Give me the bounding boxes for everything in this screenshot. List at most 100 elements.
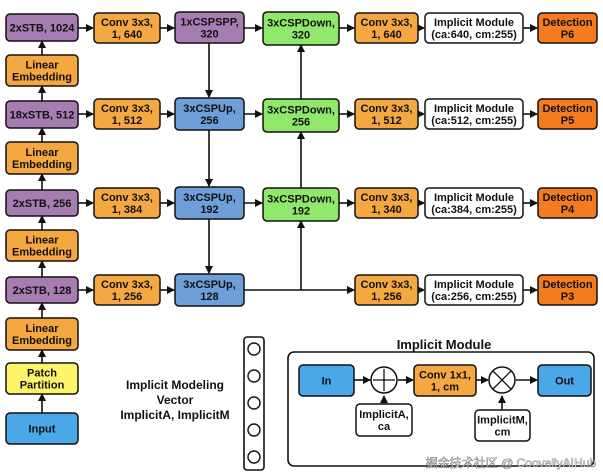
conv-256-left-block: Conv 3x3,1, 256 — [93, 274, 161, 306]
cspup-256-block: 3xCSPUp,256 — [174, 97, 245, 131]
cspup-128-block-box — [174, 273, 245, 307]
detection-p6-block-label: Detection — [542, 17, 592, 29]
vector-cell — [247, 369, 261, 383]
patch-partition-block-box — [5, 362, 79, 395]
conv-256-right-block-box — [354, 274, 419, 306]
conv-256-left-block-box — [93, 274, 161, 306]
conv-256-left-block-label: 1, 256 — [112, 291, 143, 303]
implicit-module-p5-block-label: (ca:512, cm:255) — [431, 115, 517, 127]
cspdown-256-block-label: 256 — [292, 117, 310, 129]
stb-256-block-box — [5, 189, 79, 217]
conv-340-right-block-label: 1, 340 — [371, 204, 402, 216]
conv-512-left-block: Conv 3x3,1, 512 — [93, 98, 161, 130]
conv-640-left-block-box — [93, 12, 161, 44]
stb-512-block: 18xSTB, 512 — [5, 100, 79, 129]
cspup-128-block-label: 3xCSPUp, — [183, 279, 236, 291]
stb-256-block-label: 2xSTB, 256 — [13, 198, 72, 210]
stb-128-block-label: 2xSTB, 128 — [13, 285, 72, 297]
implicit-m-block-label: cm — [495, 427, 511, 439]
stb-512-block-label: 18xSTB, 512 — [10, 110, 75, 122]
implicit-in-block-box — [298, 364, 355, 397]
detection-p5-block-label: P5 — [561, 115, 574, 127]
linear-embedding-3-block-label: Embedding — [12, 159, 72, 171]
implicit-a-block: ImplicitA,ca — [355, 403, 413, 437]
implicit-conv-block-label: 1, cm — [431, 382, 459, 394]
implicit-module-p4-block-label: Implicit Module — [434, 192, 514, 204]
stb-1024-block: 2xSTB, 1024 — [5, 13, 79, 42]
implicit-module-p4-block-label: (ca:384, cm:255) — [431, 204, 517, 216]
patch-partition-block-label: Partition — [20, 380, 65, 392]
implicit-a-block-label: ca — [378, 421, 391, 433]
implicit-out-block: Out — [537, 364, 592, 397]
conv-256-right-block: Conv 3x3,1, 256 — [354, 274, 419, 306]
connectors — [38, 24, 538, 413]
conv-512-right-block-label: 1, 512 — [371, 115, 402, 127]
add-operator — [370, 366, 398, 394]
detection-p4-block-box — [537, 187, 598, 219]
implicit-out-block-label: Out — [555, 376, 574, 388]
implicit-module-p3-block-box — [424, 274, 524, 306]
conv-640-right-block: Conv 3x3,1, 640 — [354, 12, 419, 44]
conv-256-left-block-label: Conv 3x3, — [101, 279, 153, 291]
cspup-192-block-label: 3xCSPUp, — [183, 192, 236, 204]
conv-640-right-block-label: Conv 3x3, — [361, 17, 413, 29]
stb-512-block-box — [5, 100, 79, 129]
conv-640-left-block: Conv 3x3,1, 640 — [93, 12, 161, 44]
cspdown-320-block-box — [262, 11, 340, 46]
conv-512-left-block-label: Conv 3x3, — [101, 103, 153, 115]
implicit-m-block: ImplicitM,cm — [474, 409, 531, 442]
cspup-128-block: 3xCSPUp,128 — [174, 273, 245, 307]
input-block-box — [5, 412, 79, 445]
conv-340-right-block-box — [354, 187, 419, 219]
conv-384-left-block: Conv 3x3,1, 384 — [93, 187, 161, 219]
cspdown-256-block: 3xCSPDown,256 — [262, 98, 340, 133]
implicit-module-p3-block: Implicit Module(ca:256, cm:255) — [424, 274, 524, 306]
implicit-module-p3-block-label: Implicit Module — [434, 279, 514, 291]
vector-cell — [247, 423, 261, 437]
conv-640-right-block-label: 1, 640 — [371, 29, 402, 41]
conv-640-left-block-label: 1, 640 — [112, 29, 143, 41]
input-block: Input — [5, 412, 79, 445]
implicit-conv-block-box — [413, 364, 477, 397]
linear-embedding-2-block-label: Linear — [25, 235, 59, 247]
stb-128-block-box — [5, 276, 79, 304]
arrow-cspup128-to-cspdown192 — [244, 220, 305, 291]
detection-p4-block-label: Detection — [542, 192, 592, 204]
implicit-m-block-label: ImplicitM, — [477, 415, 528, 427]
linear-embedding-4-block-label: Linear — [25, 60, 59, 72]
cspdown-256-block-label: 3xCSPDown, — [267, 105, 335, 117]
conv-512-right-block-label: Conv 3x3, — [361, 103, 413, 115]
implicit-module-p6-block-label: (ca:640, cm:255) — [431, 29, 517, 41]
conv-384-left-block-box — [93, 187, 161, 219]
cspdown-320-block-label: 320 — [292, 30, 310, 42]
implicit-vector — [243, 336, 265, 471]
implicit-module-p5-block: Implicit Module(ca:512, cm:255) — [424, 98, 524, 130]
detection-p6-block-box — [537, 12, 598, 44]
vector-label: Implicit Modeling Vector ImplicitA, Impl… — [120, 378, 229, 422]
linear-embedding-3-block-box — [5, 141, 79, 175]
cspdown-192-block-box — [262, 187, 340, 222]
conv-640-left-block-label: Conv 3x3, — [101, 17, 153, 29]
input-block-label: Input — [29, 424, 56, 436]
conv-512-right-block-box — [354, 98, 419, 130]
conv-512-left-block-box — [93, 98, 161, 130]
conv-512-left-block-label: 1, 512 — [112, 115, 143, 127]
cspspp-320-block-label: 1xCSPSPP, — [180, 17, 239, 29]
stb-256-block: 2xSTB, 256 — [5, 189, 79, 217]
implicit-module-p6-block: Implicit Module(ca:640, cm:255) — [424, 12, 524, 44]
linear-embedding-4-block-label: Embedding — [12, 72, 72, 84]
conv-384-left-block-label: 1, 384 — [112, 204, 143, 216]
conv-340-right-block-label: Conv 3x3, — [361, 192, 413, 204]
conv-340-right-block: Conv 3x3,1, 340 — [354, 187, 419, 219]
linear-embedding-1-block-label: Embedding — [12, 335, 72, 347]
implicit-module-p5-block-label: Implicit Module — [434, 103, 514, 115]
